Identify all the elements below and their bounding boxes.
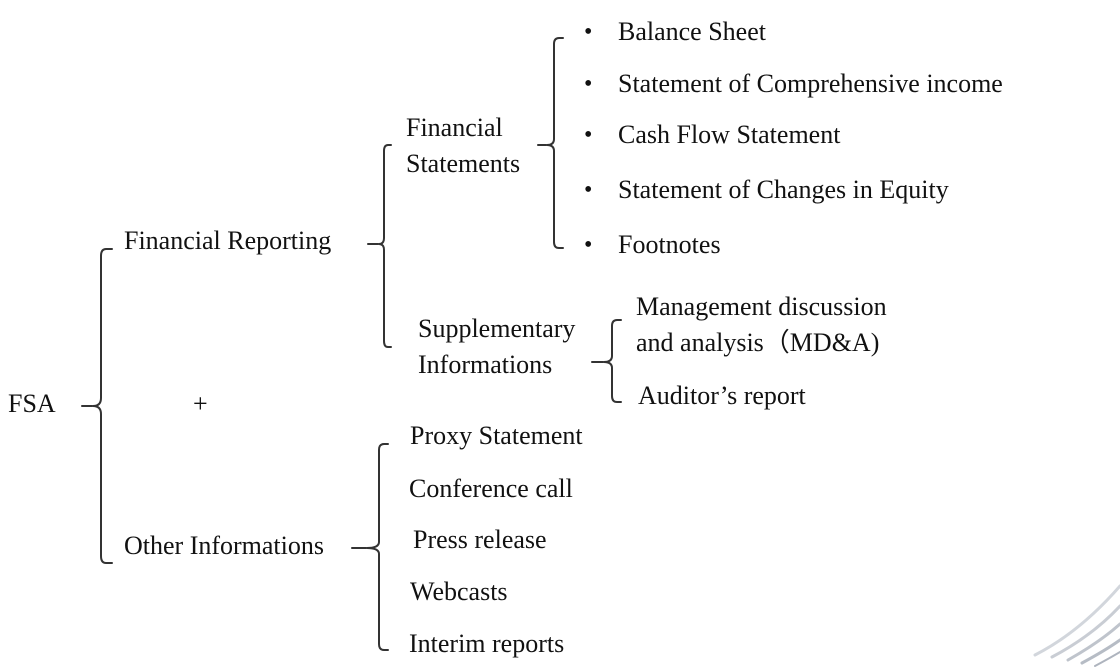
- financial-statements-line-1: Financial: [406, 113, 503, 142]
- node-fsa: FSA: [8, 389, 56, 418]
- statement-item: Balance Sheet: [618, 17, 766, 46]
- other-item: Proxy Statement: [410, 421, 583, 450]
- supplementary-bracket: [603, 319, 622, 403]
- supplementary-line-1: Supplementary: [418, 314, 576, 343]
- bullet-icon: •: [584, 232, 593, 258]
- other-item: Press release: [413, 525, 547, 554]
- bullet-icon: •: [584, 177, 593, 203]
- statement-item: Statement of Comprehensive income: [618, 69, 1003, 98]
- node-other-informations: Other Informations: [124, 531, 325, 560]
- decorative-swoosh: [1033, 584, 1120, 667]
- financial-reporting-bracket: [378, 144, 392, 348]
- statement-item: Statement of Changes in Equity: [618, 175, 949, 204]
- bullet-icon: •: [584, 122, 593, 148]
- other-item: Interim reports: [409, 629, 565, 658]
- other-informations-bracket: [366, 443, 389, 651]
- plus-sign: +: [193, 389, 208, 418]
- mdna-line-2: and analysis（MD&A): [636, 328, 880, 357]
- node-financial-reporting: Financial Reporting: [124, 226, 332, 255]
- other-item: Webcasts: [410, 577, 508, 606]
- supplementary-item-auditor: Auditor’s report: [638, 381, 806, 410]
- statement-item: Cash Flow Statement: [618, 120, 841, 149]
- financial-statements-bracket: [546, 37, 564, 249]
- other-item: Conference call: [409, 474, 573, 503]
- statement-item: Footnotes: [618, 230, 721, 259]
- supplementary-line-2: Informations: [418, 350, 553, 379]
- node-supplementary-informations: Supplementary Informations: [418, 311, 575, 383]
- financial-statements-line-2: Statements: [406, 149, 521, 178]
- node-financial-statements: Financial Statements: [406, 110, 520, 182]
- mdna-line-1: Management discussion: [636, 292, 887, 321]
- bullet-icon: •: [584, 19, 593, 45]
- supplementary-item-mdna: Management discussion and analysis（MD&A): [636, 289, 887, 361]
- bullet-icon: •: [584, 71, 593, 97]
- fsa-bracket: [92, 248, 113, 564]
